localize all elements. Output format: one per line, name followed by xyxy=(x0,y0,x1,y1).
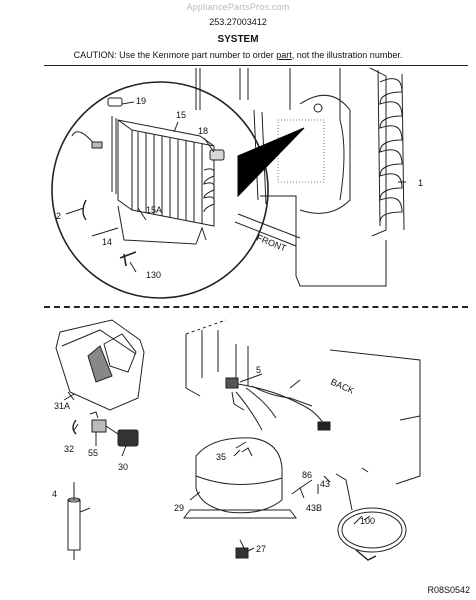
section-divider xyxy=(44,306,468,308)
caution-prefix: CAUTION: Use the Kenmore part number to … xyxy=(73,50,277,60)
callout-31a: 31A xyxy=(54,401,70,411)
drier-drawing xyxy=(67,482,91,560)
back-coil-drawing xyxy=(377,69,405,231)
caution-suffix: , not the illustration number. xyxy=(291,50,403,60)
callout-35: 35 xyxy=(216,452,226,462)
cabinet-back-drawing xyxy=(185,319,421,485)
tubing-14-shape xyxy=(117,205,207,245)
compressor-drawing xyxy=(183,437,297,559)
pad-18-shape xyxy=(209,149,225,161)
magnifier-detail xyxy=(51,81,406,299)
callout-32: 32 xyxy=(64,444,74,454)
callout-30: 30 xyxy=(118,462,128,472)
callout-2: 2 xyxy=(56,211,61,221)
cabinet-drawing xyxy=(195,67,387,287)
callout-130: 130 xyxy=(146,270,161,280)
callout-86: 86 xyxy=(302,470,312,480)
front-label: FRONT xyxy=(255,233,288,254)
callout-18: 18 xyxy=(198,126,208,136)
relay-drawing xyxy=(72,411,139,447)
callout-5: 5 xyxy=(256,365,261,375)
condenser-drawing xyxy=(111,116,215,227)
header-rule xyxy=(44,65,468,66)
callout-43: 43 xyxy=(320,479,330,489)
watermark-text: AppliancePartsPros.com xyxy=(186,2,290,12)
model-number: 253.27003412 xyxy=(209,17,267,27)
back-label: BACK xyxy=(329,377,355,396)
callout-55: 55 xyxy=(88,448,98,458)
grommet-19-shape xyxy=(107,97,123,107)
callout-1: 1 xyxy=(418,178,423,188)
callout-43b: 43B xyxy=(306,503,322,513)
callout-15a: 15A xyxy=(146,205,162,215)
part-link[interactable]: part xyxy=(276,50,292,60)
drain-pan-drawing xyxy=(55,319,145,411)
callout-27: 27 xyxy=(256,544,266,554)
callout-14: 14 xyxy=(102,237,112,247)
caution-note: CAUTION: Use the Kenmore part number to … xyxy=(0,50,476,60)
callout-15: 15 xyxy=(176,110,186,120)
clip-2-shape xyxy=(82,199,87,221)
diagram-code: R08S0542 xyxy=(427,585,470,595)
section-title: SYSTEM xyxy=(217,34,259,45)
callout-100: 100 xyxy=(360,516,375,526)
screw-130-shape xyxy=(119,251,137,267)
callout-4: 4 xyxy=(52,489,57,499)
harness-drawing xyxy=(225,377,331,431)
callout-29: 29 xyxy=(174,503,184,513)
callout-19: 19 xyxy=(136,96,146,106)
